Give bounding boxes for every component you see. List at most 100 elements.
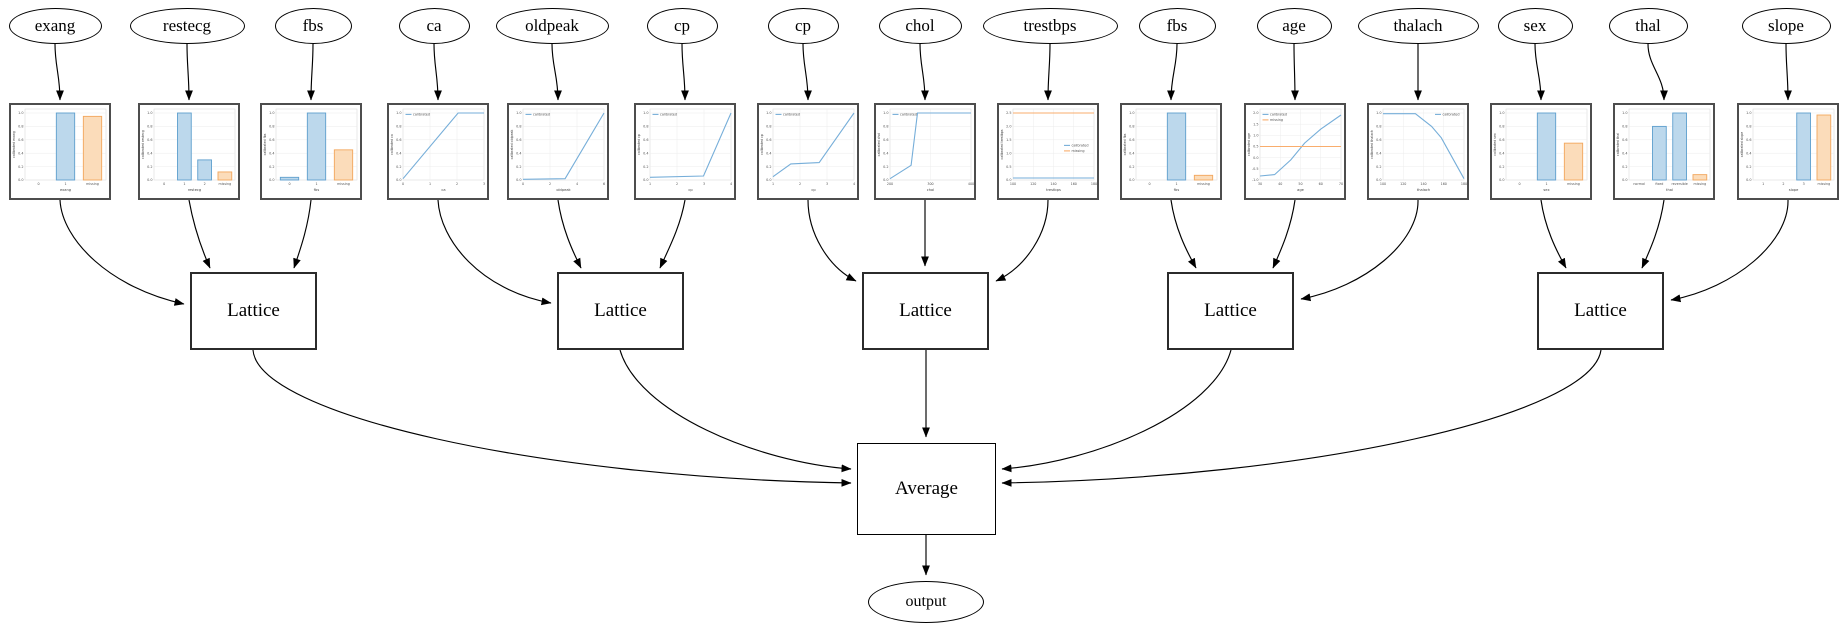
y-tick-label: 0.6 — [396, 138, 401, 142]
y-tick-label: 0.4 — [18, 151, 23, 155]
feature-node-cp: cp — [646, 8, 718, 44]
x-axis-label: restecg — [188, 188, 201, 192]
average-label: Average — [895, 478, 958, 499]
edge-arrow — [188, 199, 211, 269]
y-tick-label: 0.6 — [269, 138, 274, 142]
feature-node-trestbps: trestbps — [982, 8, 1118, 44]
y-axis-label: calibrated fbs — [263, 133, 267, 155]
y-tick-label: 0.6 — [883, 138, 888, 142]
feature-node-cp: cp — [767, 8, 839, 44]
y-tick-label: 0.8 — [883, 125, 888, 129]
edge-arrow — [252, 349, 852, 487]
edge-arrow — [919, 43, 929, 101]
edge-arrow — [59, 199, 185, 306]
edge-arrow — [1647, 43, 1668, 101]
x-tick-label: missing — [1694, 182, 1707, 186]
y-tick-label: 0.8 — [1499, 125, 1504, 129]
x-tick-label: 180 — [1091, 182, 1097, 186]
x-tick-label: 180 — [1461, 182, 1467, 186]
x-tick-label: 1 — [1175, 182, 1177, 186]
x-axis-label: oldpeak — [556, 188, 571, 192]
edge-arrow — [1641, 199, 1665, 269]
y-tick-label: 0.8 — [1622, 125, 1627, 129]
y-axis-label: calibrated trestbps — [1000, 129, 1004, 159]
x-tick-label: 140 — [1050, 182, 1056, 186]
y-tick-label: 0.4 — [1622, 151, 1627, 155]
y-tick-label: 0.2 — [1376, 165, 1381, 169]
y-tick-label: 0.6 — [1746, 138, 1751, 142]
x-tick-label: 1 — [1762, 182, 1764, 186]
x-axis-label: cp — [688, 188, 693, 192]
x-tick-label: 4 — [576, 182, 578, 186]
x-tick-label: 1 — [1545, 182, 1547, 186]
y-tick-label: 0.0 — [1499, 178, 1504, 182]
x-tick-label: 2 — [676, 182, 678, 186]
x-tick-label: missing — [1197, 182, 1210, 186]
lattice-label: Lattice — [227, 300, 280, 321]
y-tick-label: 0.8 — [516, 125, 521, 129]
y-tick-label: 0.8 — [1746, 125, 1751, 129]
lattice-node-1: Lattice — [190, 272, 317, 350]
edge-arrow — [551, 43, 562, 101]
y-tick-label: 2.0 — [1253, 111, 1258, 115]
lattice-label: Lattice — [1204, 300, 1257, 321]
edge-arrow — [293, 199, 312, 269]
y-axis-label: calibrated thalach — [1370, 130, 1374, 159]
y-tick-label: 0.0 — [766, 178, 771, 182]
x-tick-label: 1 — [315, 182, 317, 186]
y-tick-label: 0.2 — [147, 165, 152, 169]
y-tick-label: 0.0 — [1376, 178, 1381, 182]
y-tick-label: 0.0 — [643, 178, 648, 182]
y-tick-label: -1.0 — [1252, 178, 1259, 182]
y-tick-label: 0.0 — [1006, 178, 1011, 182]
x-tick-label: 2 — [1782, 182, 1784, 186]
y-tick-label: 0.4 — [147, 151, 152, 155]
y-tick-label: 1.0 — [1253, 134, 1258, 138]
y-axis-label: calibrated cp — [760, 134, 764, 155]
x-tick-label: missing — [1818, 182, 1831, 186]
feature-label: exang — [34, 16, 76, 35]
x-axis-label: cp — [811, 188, 816, 192]
feature-node-slope: slope — [1741, 8, 1831, 44]
edge-arrow — [1784, 43, 1792, 101]
y-tick-label: 0.6 — [643, 138, 648, 142]
y-tick-label: 1.0 — [1129, 111, 1134, 115]
x-tick-label: 6 — [603, 182, 605, 186]
x-axis-label: thal — [1666, 188, 1673, 192]
x-tick-label: normal — [1633, 182, 1645, 186]
y-tick-label: 1.0 — [883, 111, 888, 115]
x-tick-label: 60 — [1319, 182, 1323, 186]
x-tick-label: 100 — [1010, 182, 1016, 186]
edge-arrow — [1044, 43, 1052, 101]
y-tick-label: 0.2 — [1746, 165, 1751, 169]
edge-arrow — [1291, 43, 1299, 101]
lattice-label: Lattice — [594, 300, 647, 321]
x-tick-label: 160 — [1071, 182, 1077, 186]
edge-arrow — [433, 43, 442, 101]
lattice-node-2: Lattice — [557, 272, 684, 350]
x-axis-label: fbs — [1174, 188, 1180, 192]
edge-arrow — [802, 43, 812, 101]
feature-node-ca: ca — [398, 8, 470, 44]
x-tick-label: 1 — [183, 182, 185, 186]
feature-node-oldpeak: oldpeak — [495, 8, 609, 44]
y-tick-label: 0.8 — [269, 125, 274, 129]
feature-label: oldpeak — [525, 16, 579, 35]
y-tick-label: 0.0 — [1622, 178, 1627, 182]
x-tick-label: fixed — [1655, 182, 1663, 186]
y-axis-label: calibrated ca — [390, 134, 394, 155]
y-tick-label: 0.0 — [269, 178, 274, 182]
y-tick-label: 0.6 — [147, 138, 152, 142]
edge-arrow — [995, 199, 1049, 282]
x-tick-label: 4 — [730, 182, 732, 186]
x-tick-label: 1 — [429, 182, 431, 186]
legend-label: calibrated — [1072, 144, 1089, 148]
y-tick-label: 0.5 — [1006, 165, 1011, 169]
